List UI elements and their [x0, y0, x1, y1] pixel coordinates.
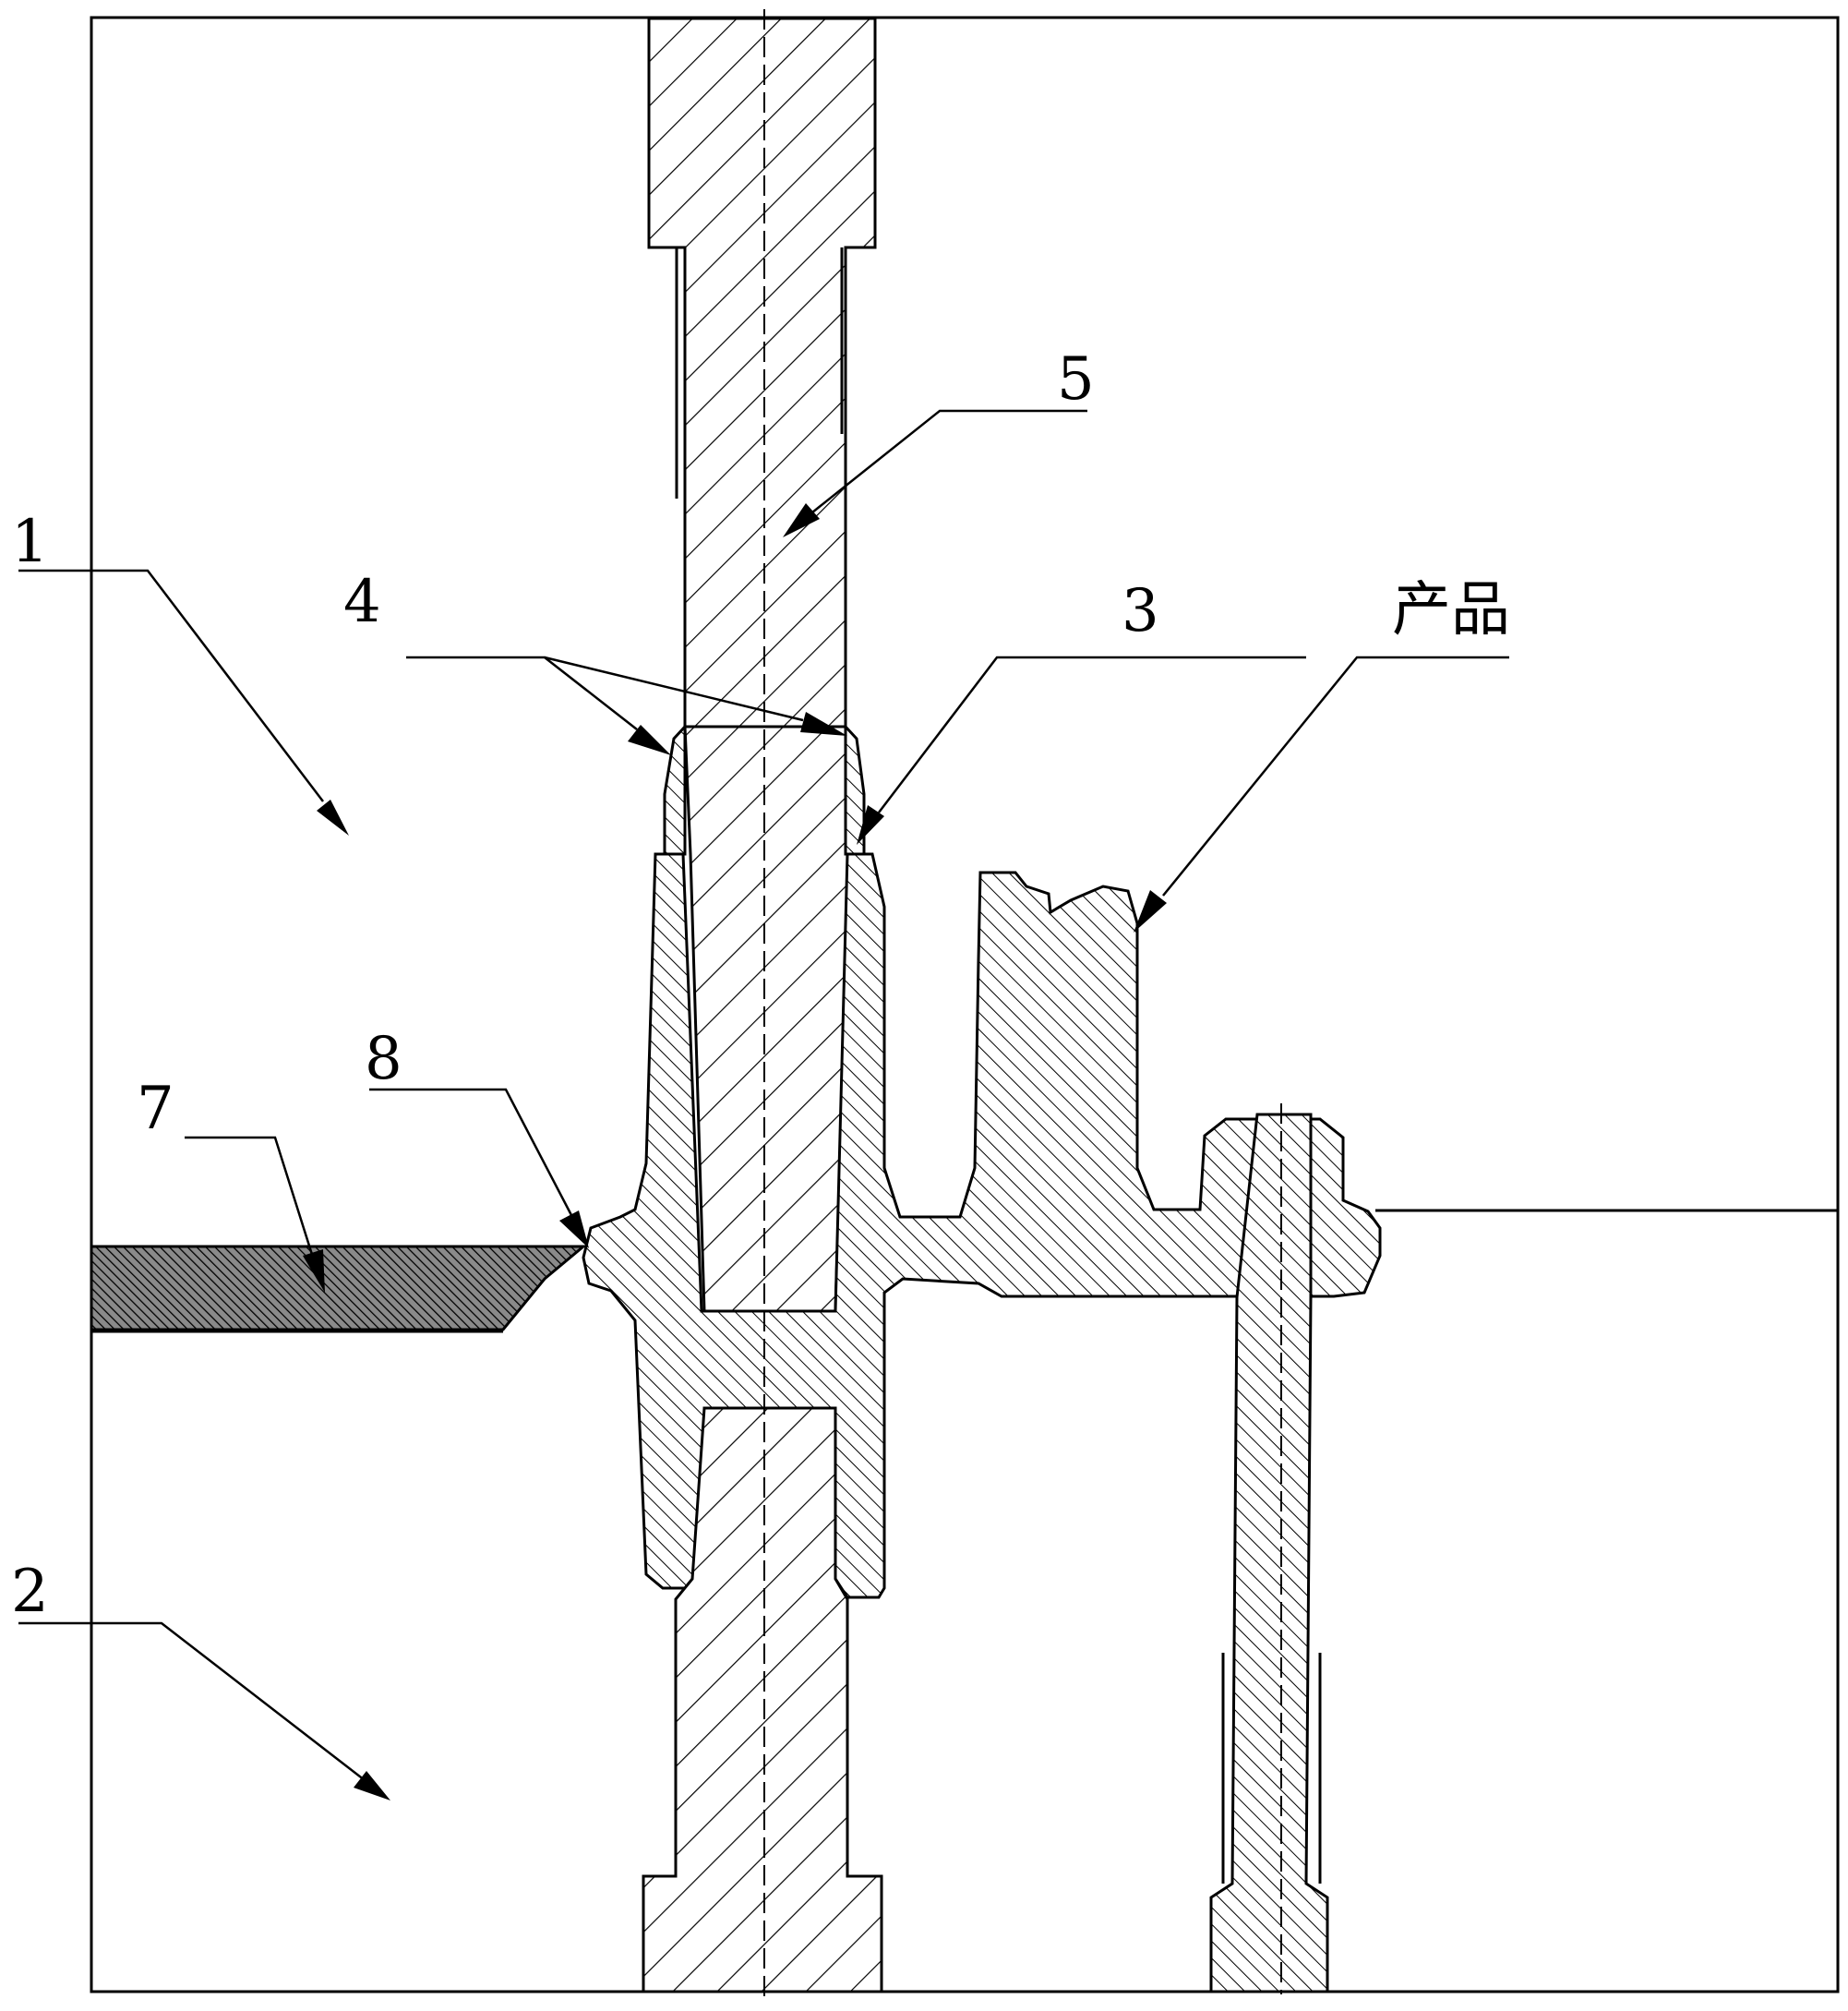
mold-outline — [91, 18, 1838, 1992]
leader-arrow-8 — [559, 1210, 589, 1248]
mold-frame — [91, 18, 1838, 1992]
label-2: 2 — [11, 1558, 49, 1626]
label-8: 8 — [365, 1025, 402, 1093]
leader-1 — [18, 571, 323, 801]
leader-product — [1163, 657, 1509, 896]
leader-arrow-1 — [317, 800, 349, 836]
label-4: 4 — [343, 568, 381, 636]
label-5: 5 — [1057, 345, 1095, 414]
label-product: 产品 — [1392, 576, 1510, 644]
leader-arrow-product — [1134, 890, 1167, 933]
leader-arrow-4a — [628, 725, 671, 755]
gate-insert-7 — [91, 1246, 583, 1330]
leader-5 — [812, 411, 1087, 512]
leader-7 — [185, 1138, 314, 1260]
leader-4a — [406, 657, 637, 729]
leader-3 — [879, 657, 1306, 813]
label-1: 1 — [11, 508, 49, 576]
leader-8 — [369, 1090, 572, 1217]
leader-2 — [18, 1623, 365, 1780]
label-7: 7 — [137, 1075, 174, 1143]
label-3: 3 — [1122, 577, 1159, 645]
